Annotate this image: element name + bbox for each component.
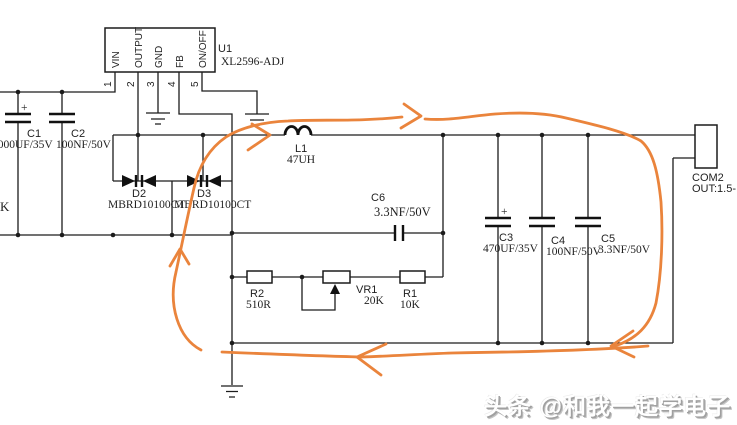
c4-plates <box>529 216 555 228</box>
vr1-value: 20K <box>364 295 385 307</box>
diode-d3 <box>187 175 221 187</box>
ground-icon <box>146 112 170 125</box>
annotation-loop <box>168 102 664 377</box>
d2-ref: D2 <box>132 188 146 200</box>
watermark-text: 头条 @和我一起学电子 <box>484 393 731 419</box>
diode-icon <box>208 175 221 187</box>
arrowhead-left-icon <box>609 329 636 359</box>
ic-body <box>104 27 216 73</box>
annotation-left-top <box>171 115 404 352</box>
c1-plates <box>5 112 31 124</box>
capacitor-plates <box>5 112 601 241</box>
inductor-icon <box>283 125 313 136</box>
arrowhead-left-icon <box>355 342 388 377</box>
r2-ref: R2 <box>250 288 264 300</box>
c6-plates <box>393 225 405 241</box>
diode-icon <box>122 175 135 187</box>
pin-number-1: 1 <box>103 81 114 87</box>
c3-value: 470UF/35V <box>483 243 539 255</box>
junction-dots <box>15 89 591 346</box>
diode-icon <box>143 175 156 187</box>
arrowhead-up-icon <box>168 247 191 268</box>
c5-ref: C5 <box>601 233 615 245</box>
l1-ref: L1 <box>295 143 307 155</box>
c2-value: 100NF/50V <box>56 139 112 151</box>
c4-ref: C4 <box>551 235 565 247</box>
c1-ref: C1 <box>27 128 41 140</box>
r1-ref: R1 <box>403 288 417 300</box>
arrowhead-right-icon <box>399 102 423 130</box>
pin-label-output: OUTPUT <box>134 27 145 68</box>
pin-label-vin: VIN <box>111 51 122 68</box>
pin-number-5: 5 <box>190 81 201 87</box>
c5-value: 3.3NF/50V <box>598 244 651 256</box>
c3-ref: C3 <box>499 232 513 244</box>
d3-ref: D3 <box>197 188 211 200</box>
connector-ref: COM2 <box>692 172 724 184</box>
diode-icon <box>187 175 200 187</box>
d3-value: MBRD10100CT <box>174 199 251 211</box>
r2-value: 510R <box>246 299 271 311</box>
pin-label-gnd: GND <box>154 46 165 68</box>
annotation-right <box>423 111 664 348</box>
offscreen-partial-label: K <box>0 199 10 214</box>
c6-value: 3.3NF/50V <box>374 205 431 219</box>
c6-ref: C6 <box>371 192 385 204</box>
connector-com2: COM2 OUT:1.5- <box>692 124 736 195</box>
pin-label-fb: FB <box>175 55 186 68</box>
pin-number-2: 2 <box>126 81 137 87</box>
diode-d2 <box>122 175 156 187</box>
c5-plates <box>575 216 601 228</box>
ic-u1: VIN OUTPUT GND FB ON/OFF 1 2 3 4 5 U1 XL… <box>103 27 285 87</box>
ic-ref: U1 <box>218 43 232 55</box>
ground-symbols <box>146 112 269 398</box>
c3-polarity: + <box>501 206 508 218</box>
c2-ref: C2 <box>71 128 85 140</box>
c1-polarity: + <box>21 102 28 114</box>
ground-icon <box>221 385 243 398</box>
c4-value: 100NF/50V <box>546 246 602 258</box>
d2-value: MBRD10100CT <box>108 199 185 211</box>
arrowhead-right-icon <box>246 122 272 152</box>
trimmer-vr1-body <box>322 270 351 284</box>
vr1-ref: VR1 <box>356 284 377 296</box>
r1-value: 10K <box>400 299 421 311</box>
wiper-arrow-icon <box>330 284 340 294</box>
inductor-l1 <box>283 125 313 136</box>
l1-value: 47UH <box>287 154 315 166</box>
connector-body <box>694 124 718 169</box>
resistor-r1-body <box>399 270 426 284</box>
pin-number-4: 4 <box>167 81 178 87</box>
resistors <box>246 270 426 294</box>
pin-label-onoff: ON/OFF <box>198 30 209 68</box>
resistor-r2-body <box>246 270 273 284</box>
ic-part: XL2596-ADJ <box>221 56 285 68</box>
c3-plates <box>485 216 511 228</box>
c2-plates <box>49 112 75 124</box>
pin-number-3: 3 <box>146 81 157 87</box>
annotation-bottom <box>220 344 650 359</box>
connector-value: OUT:1.5- <box>692 183 736 195</box>
